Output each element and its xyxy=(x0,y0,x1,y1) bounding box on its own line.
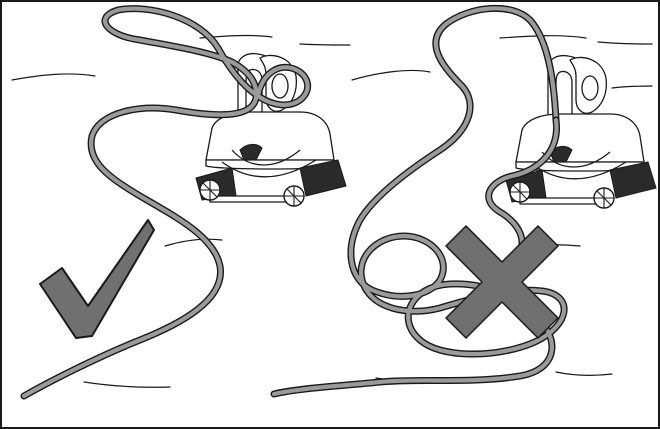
wheel-icon xyxy=(283,185,305,207)
wheel-icon xyxy=(593,187,615,209)
cable-correct xyxy=(20,5,312,400)
wheel-icon xyxy=(509,181,531,203)
panel-correct xyxy=(11,5,351,400)
wheel-icon xyxy=(199,179,221,201)
panel-incorrect xyxy=(270,4,657,398)
cross-mark-icon xyxy=(445,225,559,339)
check-mark-icon xyxy=(39,219,155,339)
